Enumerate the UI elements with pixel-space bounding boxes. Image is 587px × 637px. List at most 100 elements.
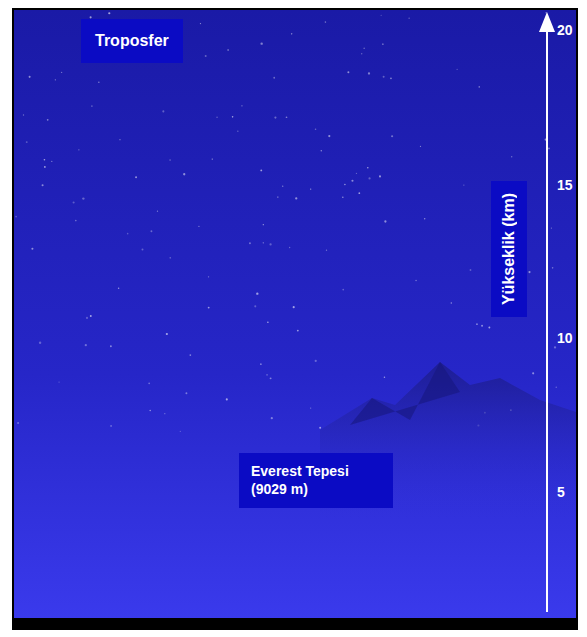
star [315, 360, 317, 362]
star [310, 407, 311, 408]
star [548, 148, 550, 150]
star [326, 250, 327, 251]
star [42, 184, 44, 186]
star [85, 344, 87, 346]
star [198, 226, 199, 227]
star [82, 197, 84, 199]
star [58, 381, 59, 382]
star [415, 280, 417, 282]
star [481, 325, 483, 327]
star [274, 116, 276, 118]
star [328, 135, 330, 137]
star [51, 161, 52, 162]
star [511, 156, 512, 157]
star [91, 105, 93, 107]
star [55, 79, 56, 80]
star [227, 49, 229, 51]
star [552, 267, 554, 269]
star [78, 149, 79, 150]
star [44, 166, 46, 168]
star [266, 374, 268, 376]
mountain-ridge [350, 362, 460, 425]
star [545, 12, 547, 14]
star [424, 218, 425, 219]
star [200, 23, 201, 24]
star [263, 224, 264, 225]
star [420, 146, 421, 147]
star [118, 287, 119, 288]
axis-title-box: Yükseklik (km) [491, 181, 527, 317]
star [293, 306, 295, 308]
star [267, 322, 269, 324]
axis-tick-label: 10 [557, 330, 573, 346]
star [463, 184, 464, 185]
star [86, 317, 88, 319]
star [273, 77, 275, 79]
star [528, 271, 530, 273]
star [150, 230, 152, 232]
star [237, 131, 238, 132]
star [127, 233, 129, 235]
peak-label-box: Everest Tepesi (9029 m) [239, 453, 393, 508]
star [384, 376, 385, 377]
star [232, 116, 234, 118]
layer-title-box: Troposfer [81, 19, 183, 63]
star [351, 180, 353, 182]
star [31, 248, 33, 250]
star [391, 135, 393, 137]
label-text: Yükseklik (km) [499, 193, 519, 305]
star [254, 305, 256, 307]
star [470, 269, 472, 271]
star [208, 307, 210, 309]
star [358, 192, 360, 194]
star [381, 15, 382, 16]
star [23, 114, 24, 115]
star [180, 431, 181, 432]
star [478, 86, 480, 88]
star [384, 220, 386, 222]
star [148, 382, 150, 384]
star [39, 342, 41, 344]
star [26, 141, 28, 143]
altitude-axis [546, 22, 548, 612]
star [325, 21, 327, 23]
stars [15, 12, 557, 432]
star [456, 69, 457, 70]
star [263, 242, 264, 243]
star [205, 55, 207, 57]
star [390, 77, 392, 79]
star [208, 276, 209, 277]
star [269, 243, 271, 245]
label-text: Everest Tepesi (9029 m) [251, 463, 381, 498]
star [551, 227, 552, 228]
star [367, 167, 369, 169]
star [382, 43, 384, 45]
star [260, 43, 262, 45]
star [295, 197, 297, 199]
star [75, 220, 77, 222]
star [90, 315, 92, 317]
star [61, 72, 62, 73]
star [260, 363, 262, 365]
star [249, 242, 251, 244]
star [291, 33, 293, 35]
star [157, 210, 158, 211]
star [315, 128, 317, 130]
star [356, 173, 357, 174]
star [29, 76, 31, 78]
star [282, 186, 283, 187]
sky [14, 10, 576, 618]
star [321, 150, 322, 151]
star [226, 398, 228, 400]
star [363, 47, 365, 49]
star [555, 387, 556, 388]
star [73, 201, 75, 203]
star [368, 177, 370, 179]
star [170, 257, 171, 258]
star [216, 117, 217, 118]
star [344, 184, 346, 186]
star [383, 76, 385, 78]
star [135, 176, 137, 178]
